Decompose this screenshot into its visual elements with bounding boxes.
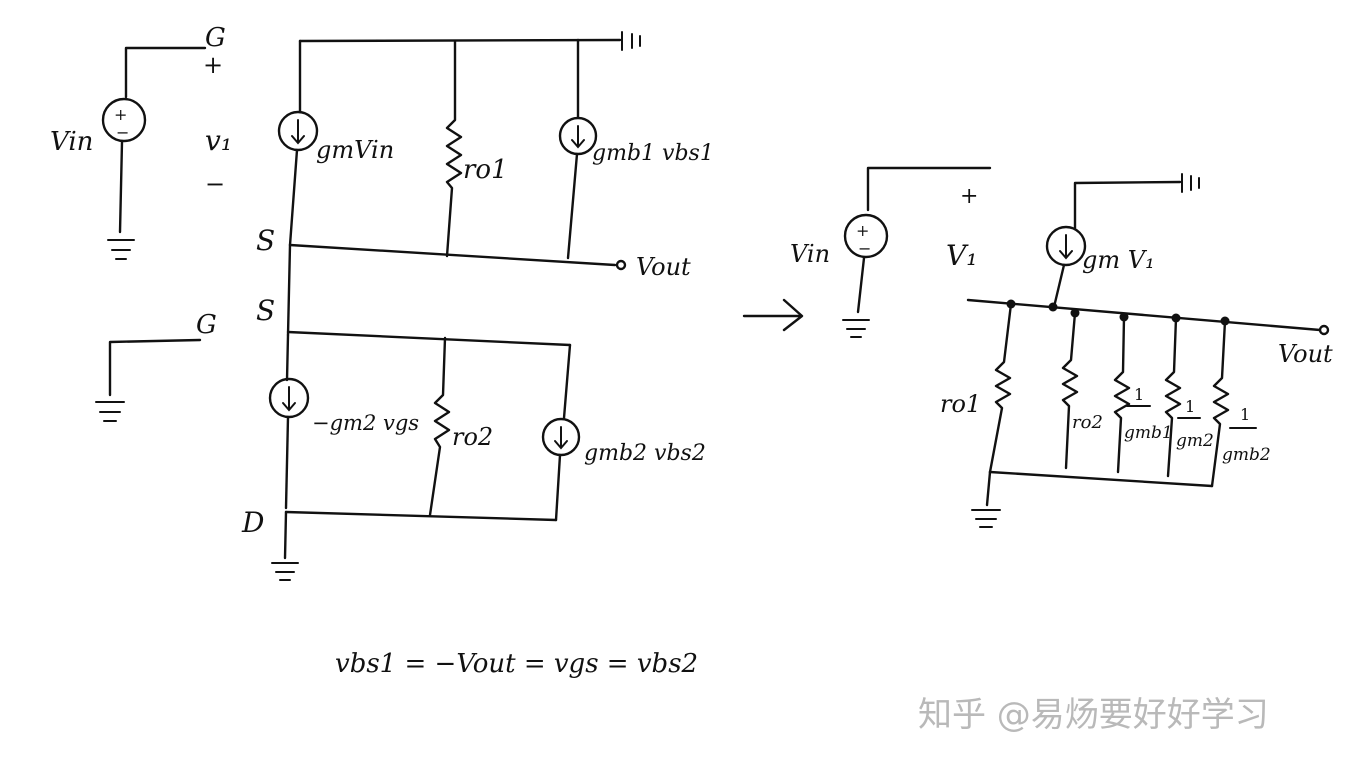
ro2-label-right: ro2 xyxy=(1072,412,1103,433)
v1-plus-left: + xyxy=(203,51,223,79)
v1-label-left: v₁ xyxy=(205,124,232,157)
r5-den: gmb2 xyxy=(1222,445,1271,465)
source-gmvin-label: gmVin xyxy=(316,136,394,164)
svg-text:+: + xyxy=(114,105,127,124)
vout-label-right: Vout xyxy=(1278,340,1333,368)
r4-den: gm2 xyxy=(1176,431,1214,451)
source-gm2vgs-label: −gm2 vgs xyxy=(312,411,419,435)
node-s2: S xyxy=(256,294,275,327)
ro1-label-left: ro1 xyxy=(463,155,508,185)
ro2-label-left: ro2 xyxy=(452,423,493,451)
right-network xyxy=(966,173,1330,528)
node-gate-top: G xyxy=(205,23,226,53)
node-s1: S xyxy=(256,224,275,257)
node-d: D xyxy=(241,506,264,539)
svg-text:−: − xyxy=(116,123,129,142)
watermark: 知乎 @易炀要好好学习 xyxy=(918,695,1269,735)
gmb1-label-left: gmb1 vbs1 xyxy=(592,141,714,166)
vout-label-left: Vout xyxy=(636,253,691,281)
vin-label-right: Vin xyxy=(790,240,830,268)
r3-num: 1 xyxy=(1134,385,1144,404)
gate2-ground xyxy=(95,338,202,422)
gmb2-label-left: gmb2 vbs2 xyxy=(584,441,706,466)
vin-source-right: + − xyxy=(842,166,992,338)
vin-label-left: Vin xyxy=(50,127,93,157)
v1-minus-left: − xyxy=(205,170,225,198)
ro1-label-right: ro1 xyxy=(940,390,981,418)
r4-num: 1 xyxy=(1185,397,1195,416)
lower-network xyxy=(268,243,581,581)
svg-text:+: + xyxy=(856,221,869,240)
v1-label-right: V₁ xyxy=(946,239,977,272)
equation: vbs1 = −Vout = vgs = vbs2 xyxy=(335,649,698,679)
v1-plus-right: + xyxy=(960,184,978,209)
r5-num: 1 xyxy=(1240,405,1250,424)
transform-arrow xyxy=(742,298,804,332)
gm-v1-label: gm V₁ xyxy=(1082,246,1155,274)
node-g2: G xyxy=(196,310,217,340)
svg-text:−: − xyxy=(858,239,871,258)
r3-den: gmb1 xyxy=(1124,423,1173,443)
upper-network xyxy=(277,31,641,271)
vin-source-left: + − xyxy=(101,46,207,260)
